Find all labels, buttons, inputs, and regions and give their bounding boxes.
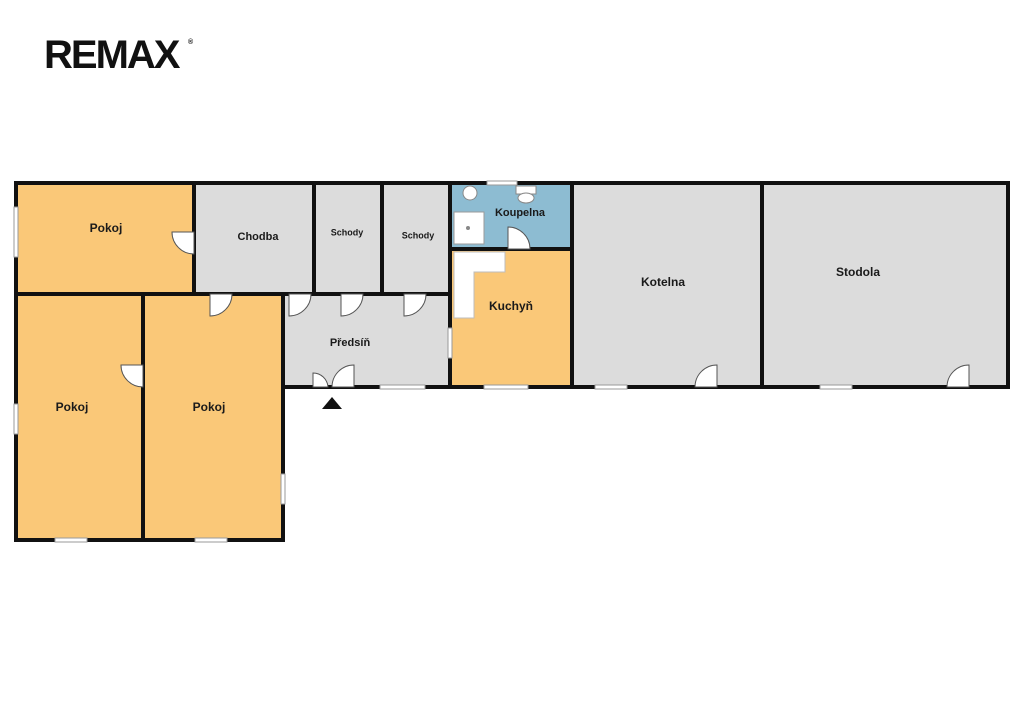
- label-koupelna: Koupelna: [495, 207, 546, 219]
- entrance-arrow-icon: [322, 397, 342, 409]
- label-chodba: Chodba: [238, 231, 280, 243]
- label-pokoj-middle: Pokoj: [193, 400, 226, 414]
- label-schody-2: Schody: [402, 230, 435, 240]
- room-schody-1: [314, 183, 382, 294]
- label-pokoj-left: Pokoj: [56, 400, 89, 414]
- label-kotelna: Kotelna: [641, 275, 685, 289]
- kitchen-counter: [453, 251, 506, 319]
- room-labels: Pokoj Chodba Schody Schody Koupelna Kuch…: [56, 207, 881, 414]
- label-predsin: Předsíň: [330, 337, 371, 349]
- logo-registered-mark: ®: [188, 38, 194, 46]
- label-stodola: Stodola: [836, 265, 880, 279]
- room-schody-2: [382, 183, 450, 294]
- room-chodba: [194, 183, 314, 294]
- door-icon: [120, 226, 970, 388]
- logo-text: REMAX: [44, 33, 181, 77]
- toilet-icon: [515, 185, 537, 204]
- label-pokoj-top: Pokoj: [90, 221, 123, 235]
- room-pokoj-middle: [143, 294, 283, 540]
- window-icon: [13, 180, 853, 543]
- label-kuchyn: Kuchyň: [489, 299, 533, 313]
- room-pokoj-left: [16, 294, 143, 540]
- room-stodola: [762, 183, 1008, 387]
- sink-icon: [462, 185, 478, 201]
- room-kotelna: [572, 183, 762, 387]
- shower-icon: [453, 211, 485, 245]
- room-pokoj-top: [16, 183, 194, 294]
- remax-logo: REMAX ®: [44, 33, 194, 77]
- label-schody-1: Schody: [331, 227, 364, 237]
- room-predsin: [283, 294, 450, 387]
